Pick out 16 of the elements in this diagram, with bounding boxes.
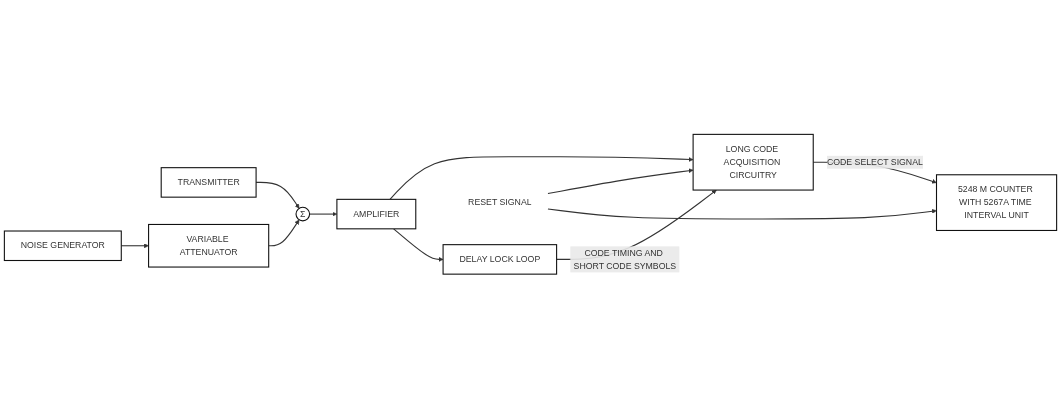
arrow (268, 219, 300, 247)
arrow (389, 155, 694, 200)
node-box: 5248 M COUNTER WITH 5267A TIME INTERVAL UNIT (935, 173, 1058, 231)
node-text: RESET SIGNAL (468, 197, 532, 207)
arrow (547, 168, 694, 194)
edge-label: CODE TIMING AND SHORT CODE SYMBOLS (573, 247, 677, 271)
node-box: TRANSMITTER (160, 166, 257, 198)
node-box: NOISE GENERATOR (3, 230, 122, 261)
node-circle: Σ (295, 206, 311, 222)
arrow (547, 208, 937, 220)
node-box: VARIABLE ATTENUATOR (148, 223, 270, 268)
edge-label: CODE SELECT SIGNAL (826, 157, 923, 167)
node-box: LONG CODE ACQUISITION CIRCUITRY (692, 133, 814, 191)
arrow (393, 228, 444, 262)
node-box: AMPLIFIER (336, 198, 417, 230)
node-box: DELAY LOCK LOOP (442, 243, 558, 275)
